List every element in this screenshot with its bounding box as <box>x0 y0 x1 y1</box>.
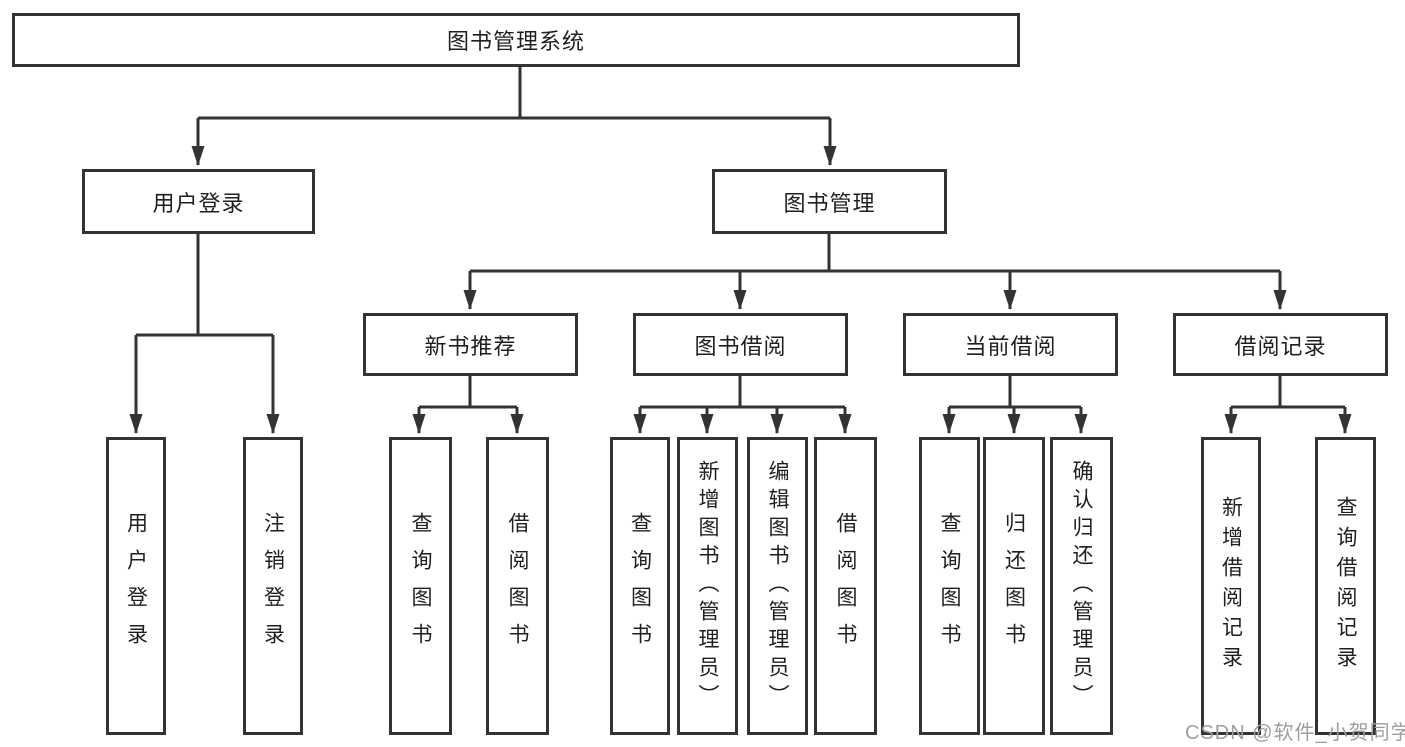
leaf-confirm-return-admin: 确认归还（管理员） <box>1050 437 1113 735</box>
node-book-borrow-label: 图书借阅 <box>694 333 787 359</box>
connector-root <box>191 67 837 166</box>
node-current-borrow-label: 当前借阅 <box>964 333 1057 359</box>
node-new-book-recommend: 新书推荐 <box>363 313 578 376</box>
leaf-logout-label: 注销登录 <box>261 512 285 660</box>
node-user-login: 用户登录 <box>82 169 315 234</box>
leaf-logout: 注销登录 <box>243 437 303 735</box>
connector-user-login <box>129 234 280 434</box>
leaf-current-query-books: 查询图书 <box>919 437 980 735</box>
node-borrow-records: 借阅记录 <box>1173 313 1388 376</box>
node-user-login-label: 用户登录 <box>152 190 245 216</box>
leaf-return-books-label: 归还图书 <box>1002 512 1026 660</box>
leaf-query-borrow-record-label: 查询借阅记录 <box>1334 496 1357 676</box>
leaf-edit-book-admin-label: 编辑图书（管理员） <box>766 460 789 712</box>
leaf-recommend-query-books-label: 查询图书 <box>409 512 432 660</box>
leaf-query-borrow-record: 查询借阅记录 <box>1315 437 1376 735</box>
node-new-book-recommend-label: 新书推荐 <box>424 333 517 359</box>
leaf-borrow-books-label: 借阅图书 <box>834 512 857 660</box>
leaf-borrow-books: 借阅图书 <box>814 437 877 735</box>
connector-book-borrow <box>633 376 852 434</box>
node-book-management: 图书管理 <box>712 169 947 234</box>
connector-book-management <box>463 234 1287 310</box>
connector-new-book-recommend <box>412 376 524 434</box>
leaf-add-book-admin: 新增图书（管理员） <box>677 437 738 735</box>
leaf-recommend-borrow-books-label: 借阅图书 <box>506 512 529 660</box>
leaf-current-query-books-label: 查询图书 <box>938 512 961 660</box>
leaf-recommend-borrow-books: 借阅图书 <box>486 437 549 735</box>
leaf-add-borrow-record-label: 新增借阅记录 <box>1219 496 1243 676</box>
leaf-confirm-return-admin-label: 确认归还（管理员） <box>1070 460 1093 712</box>
leaf-borrow-query-books-label: 查询图书 <box>628 512 652 660</box>
csdn-watermark: CSDN @软件_小贺同学 <box>1185 722 1405 744</box>
leaf-borrow-query-books: 查询图书 <box>610 437 670 735</box>
connector-current-borrow <box>942 376 1088 434</box>
node-book-management-label: 图书管理 <box>783 190 876 216</box>
leaf-user-login: 用户登录 <box>106 437 166 735</box>
node-current-borrow: 当前借阅 <box>903 313 1118 376</box>
leaf-recommend-query-books: 查询图书 <box>389 437 452 735</box>
leaf-edit-book-admin: 编辑图书（管理员） <box>747 437 808 735</box>
node-root-label: 图书管理系统 <box>446 29 585 54</box>
leaf-user-login-label: 用户登录 <box>124 512 148 660</box>
node-book-borrow: 图书借阅 <box>633 313 848 376</box>
leaf-add-borrow-record: 新增借阅记录 <box>1201 437 1261 735</box>
leaf-return-books: 归还图书 <box>983 437 1045 735</box>
leaf-add-book-admin-label: 新增图书（管理员） <box>696 460 719 712</box>
node-borrow-records-label: 借阅记录 <box>1234 333 1327 359</box>
connector-borrow-records <box>1224 376 1352 434</box>
node-root: 图书管理系统 <box>12 13 1020 67</box>
